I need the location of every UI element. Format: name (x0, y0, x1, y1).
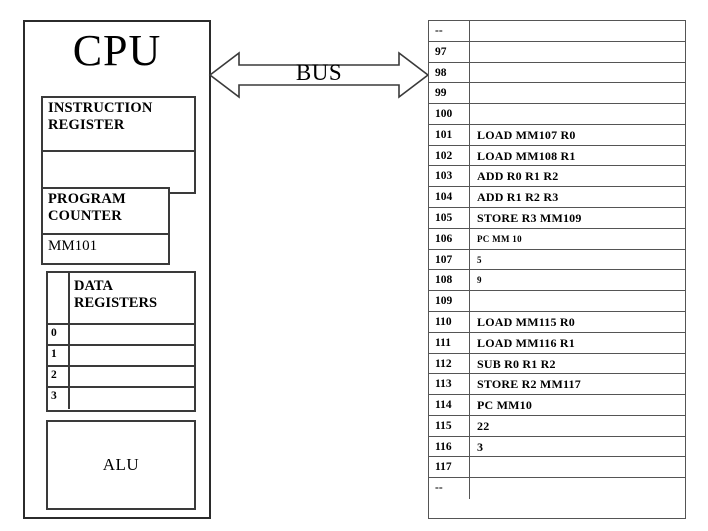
memory-value: STORE R3 MM109 (477, 211, 582, 226)
program-counter-label: PROGRAM COUNTER (43, 189, 168, 235)
memory-value: LOAD MM115 R0 (477, 314, 575, 329)
memory-value: LOAD MM116 R1 (477, 335, 575, 350)
memory-value: 9 (477, 275, 482, 286)
memory-table: -- 97 98 99 100 101 LOAD MM107 R0 102 LO… (428, 20, 686, 519)
memory-row: 114 PC MM10 (429, 395, 685, 416)
memory-row: 103 ADD R0 R1 R2 (429, 166, 685, 188)
memory-row: 100 (429, 104, 685, 125)
memory-value (470, 42, 685, 62)
data-registers-block: DATA REGISTERS 0 1 2 3 (46, 271, 196, 412)
memory-row: 112 SUB R0 R1 R2 (429, 353, 685, 375)
data-register-row: 1 (48, 346, 194, 367)
memory-row: 104 ADD R1 R2 R3 (429, 187, 685, 209)
cpu-title: CPU (72, 26, 162, 75)
memory-address: 117 (429, 457, 470, 478)
memory-row: -- (429, 478, 685, 499)
memory-address: 108 (429, 270, 470, 291)
memory-address: -- (429, 478, 470, 499)
memory-value: LOAD MM108 R1 (477, 148, 576, 163)
memory-row: 116 3 (429, 436, 685, 458)
memory-address: 106 (429, 228, 470, 249)
memory-row: 110 LOAD MM115 R0 (429, 311, 685, 333)
data-register-value (70, 346, 194, 365)
memory-address: 112 (429, 353, 470, 374)
memory-address: 103 (429, 166, 470, 187)
instruction-register-block: INSTRUCTION REGISTER (41, 96, 196, 194)
memory-address: -- (429, 21, 470, 41)
memory-row: 109 (429, 291, 685, 312)
data-register-index: 1 (48, 346, 70, 365)
memory-address: 113 (429, 374, 470, 395)
instruction-register-label: INSTRUCTION REGISTER (43, 98, 194, 152)
memory-value: 3 (477, 439, 484, 454)
memory-address: 116 (429, 436, 470, 457)
data-registers-header-label: DATA REGISTERS (74, 278, 158, 311)
memory-value (470, 63, 685, 83)
memory-row: 113 STORE R2 MM117 (429, 374, 685, 396)
data-register-index: 2 (48, 367, 70, 386)
data-register-value (70, 367, 194, 386)
bus-label: BUS (295, 60, 343, 85)
memory-value (470, 291, 685, 311)
memory-address: 105 (429, 208, 470, 228)
data-register-value (70, 325, 194, 344)
memory-address: 101 (429, 124, 470, 145)
memory-row: 98 (429, 62, 685, 84)
alu-label: ALU (102, 455, 140, 474)
memory-value: SUB R0 R1 R2 (477, 356, 556, 371)
memory-row: 105 STORE R3 MM109 (429, 208, 685, 229)
memory-row: 107 5 (429, 249, 685, 271)
data-register-value (70, 388, 194, 409)
memory-value (470, 478, 685, 499)
alu-block: ALU (46, 420, 196, 510)
data-register-row: 3 (48, 388, 194, 409)
memory-value: PC MM 10 (477, 233, 522, 244)
memory-address: 97 (429, 41, 470, 62)
data-registers-header: DATA REGISTERS (48, 273, 194, 325)
memory-address: 114 (429, 395, 470, 415)
memory-address: 98 (429, 62, 470, 83)
data-register-row: 2 (48, 367, 194, 388)
memory-value: 22 (477, 418, 490, 433)
memory-address: 102 (429, 145, 470, 166)
memory-row: 102 LOAD MM108 R1 (429, 145, 685, 167)
data-register-index: 3 (48, 388, 70, 409)
memory-value: ADD R0 R1 R2 (477, 169, 559, 184)
memory-address: 115 (429, 415, 470, 436)
memory-value: ADD R1 R2 R3 (477, 190, 559, 205)
memory-address: 99 (429, 83, 470, 104)
cpu-block: CPU INSTRUCTION REGISTER PROGRAM COUNTER… (23, 20, 211, 519)
memory-row: 115 22 (429, 415, 685, 437)
memory-row: 99 (429, 83, 685, 105)
memory-value (470, 21, 685, 41)
memory-row: 117 (429, 457, 685, 479)
data-register-index: 0 (48, 325, 70, 344)
memory-row: 108 9 (429, 270, 685, 292)
memory-value: 5 (477, 254, 482, 265)
memory-address: 111 (429, 332, 470, 353)
instruction-register-value (43, 152, 194, 192)
memory-row: 97 (429, 41, 685, 63)
memory-address: 104 (429, 187, 470, 208)
memory-address: 100 (429, 104, 470, 124)
memory-row: -- (429, 21, 685, 42)
memory-row: 106 PC MM 10 (429, 228, 685, 250)
program-counter-block: PROGRAM COUNTER MM101 (41, 187, 170, 265)
memory-value (470, 104, 685, 124)
memory-row: 111 LOAD MM116 R1 (429, 332, 685, 354)
program-counter-value: MM101 (48, 238, 98, 254)
memory-value: STORE R2 MM117 (477, 377, 581, 392)
memory-value (470, 83, 685, 103)
memory-value (470, 457, 685, 477)
memory-address: 109 (429, 291, 470, 311)
data-registers-header-index (48, 273, 70, 323)
memory-address: 107 (429, 249, 470, 270)
memory-row: 101 LOAD MM107 R0 (429, 124, 685, 146)
memory-address: 110 (429, 311, 470, 332)
data-register-row: 0 (48, 325, 194, 346)
memory-value: LOAD MM107 R0 (477, 127, 576, 142)
memory-value: PC MM10 (477, 398, 533, 413)
